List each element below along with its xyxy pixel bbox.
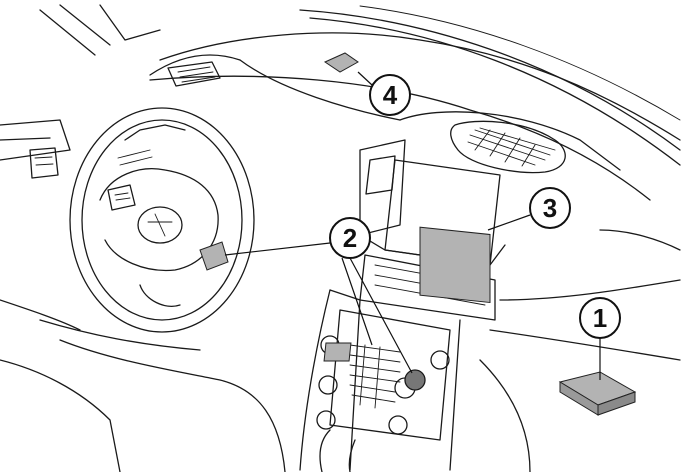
callout-3-label: 3 (543, 193, 557, 223)
leader-lines (224, 71, 601, 380)
callout-1-label: 1 (593, 303, 607, 333)
windshield-frame (39, 4, 681, 166)
passenger-side (479, 229, 681, 472)
steering-controls-highlight (199, 241, 229, 271)
callout-3: 3 (529, 187, 571, 229)
steering-wheel (69, 107, 255, 333)
callout-2-label: 2 (343, 223, 357, 253)
callout-4-label: 4 (383, 80, 398, 110)
callout-2: 2 (329, 217, 371, 259)
dashboard-top (149, 32, 681, 201)
lower-console (316, 309, 451, 441)
gear-shifter (319, 429, 356, 472)
speaker-grille (450, 120, 566, 174)
windshield-sensor (323, 52, 359, 73)
left-door (0, 119, 121, 472)
callout-1: 1 (579, 297, 621, 339)
glovebox-module (558, 371, 637, 416)
left-air-vent (167, 61, 221, 87)
callout-4: 4 (369, 74, 411, 116)
center-display-highlight (419, 226, 491, 304)
driver-seat (39, 319, 286, 472)
